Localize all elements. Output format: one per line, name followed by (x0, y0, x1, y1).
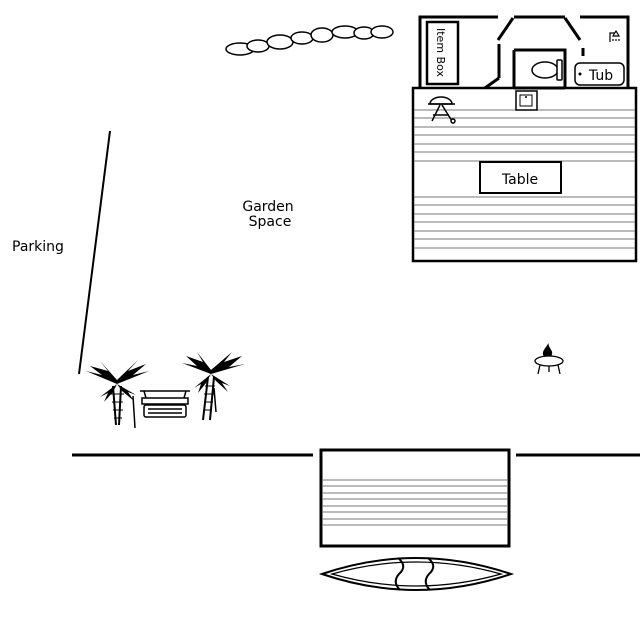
shower-icon (609, 29, 621, 42)
item-box: Item Box (425, 20, 460, 86)
grill-icon (428, 96, 456, 124)
toilet-icon (531, 59, 563, 81)
sink-icon (515, 90, 538, 111)
table-label: Table (501, 172, 538, 188)
tub-label: Tub (588, 68, 613, 84)
building-walls (418, 15, 630, 90)
bench-icon (140, 390, 190, 418)
tub: Tub (574, 62, 625, 86)
garden-space-label-2: Space (249, 214, 292, 230)
canoe-icon (318, 557, 515, 591)
fire-pit-icon (534, 343, 564, 375)
parking-label: Parking (12, 239, 64, 255)
rocks-icon (225, 25, 394, 56)
item-box-label: Item Box (434, 28, 447, 77)
table: Table (479, 161, 562, 194)
dock-planks (322, 479, 508, 526)
palm-tree-icon-2 (182, 352, 245, 421)
garden-space-label: Garden (242, 199, 293, 215)
parking-boundary-line (78, 130, 111, 375)
dock (319, 448, 511, 548)
palm-tree-icon (86, 360, 149, 429)
